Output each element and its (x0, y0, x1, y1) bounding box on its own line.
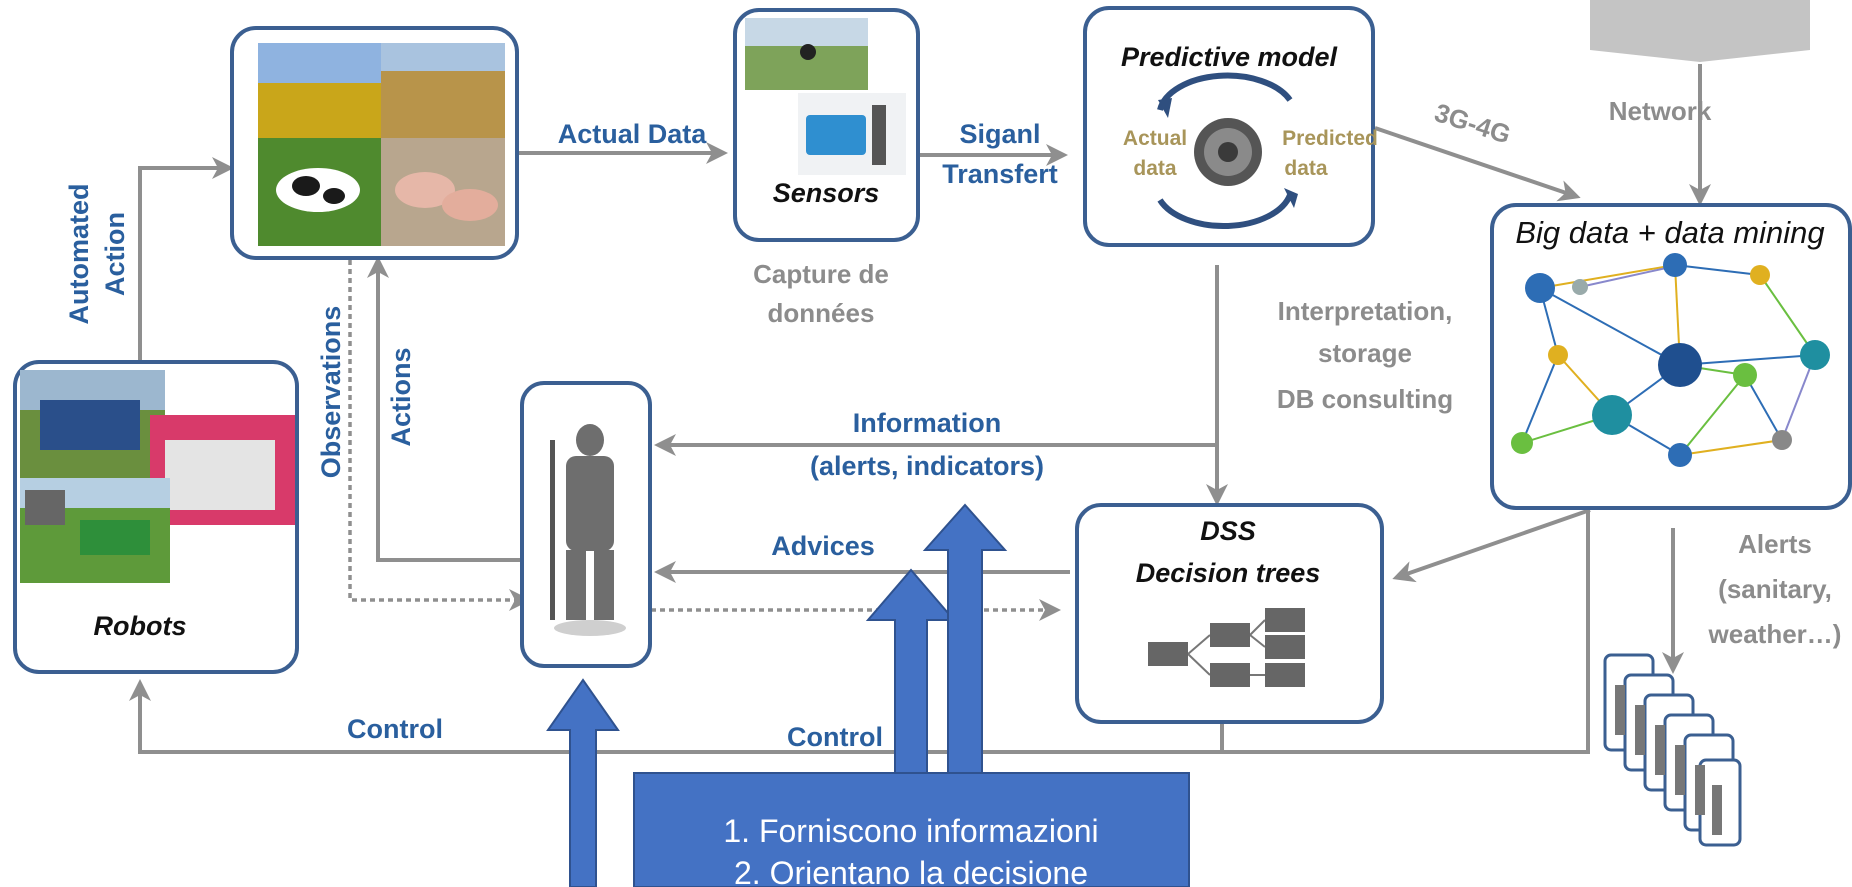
3g-4g-arrow (1374, 126, 1581, 202)
control-label-left: Control (347, 714, 443, 744)
callout-arrow-advices (865, 568, 957, 774)
big-data-title: Big data + data mining (1515, 215, 1824, 250)
alerts-line2: (sanitary, (1718, 574, 1832, 604)
predictive-model-title: Predictive model (1121, 42, 1338, 72)
control-loop-arrow (129, 505, 1590, 754)
capture-line1: Capture de (753, 259, 889, 289)
actual-data-label: Actual Data (558, 119, 708, 149)
cycle-arrow-top (1157, 72, 1293, 111)
interpretation-line3: DB consulting (1277, 384, 1453, 414)
interpretation-line2: storage (1318, 338, 1412, 368)
actions-arrow (367, 256, 522, 562)
alerts-line3: weather…) (1708, 619, 1842, 649)
sensors-title: Sensors (773, 178, 880, 208)
control-label-center: Control (787, 722, 883, 752)
action-label: Action (100, 212, 130, 296)
automated-label: Automated (64, 184, 94, 325)
robot-photos (20, 370, 295, 583)
farm-photos (258, 43, 505, 246)
sensor-photos (745, 18, 906, 175)
data-network-graphic (1511, 253, 1830, 467)
actual-data-line2: data (1133, 157, 1177, 180)
predicted-data-line1: Predicted (1282, 127, 1378, 150)
callout-item-2: 2. Orientano la decisione (734, 855, 1088, 887)
information-line2: (alerts, indicators) (810, 451, 1044, 481)
gear-icon (1194, 118, 1262, 186)
alerts-line1: Alerts (1738, 529, 1812, 559)
capture-line2: données (768, 298, 875, 328)
callout-arrow-farmer (546, 678, 620, 887)
actual-data-line1: Actual (1123, 127, 1187, 150)
callout-arrow-information (922, 503, 1008, 774)
decision-tree-icon (1148, 608, 1305, 687)
dss-subtitle: Decision trees (1136, 558, 1321, 588)
callout-item-1: 1. Forniscono informazioni (723, 813, 1098, 849)
transfert-label: Transfert (942, 159, 1058, 189)
bigdata-to-dss-arrow (1392, 508, 1591, 583)
dss-box (1075, 503, 1384, 724)
information-line1: Information (853, 408, 1002, 438)
network-block (1590, 0, 1810, 62)
automated-action-arrow (138, 157, 234, 360)
alert-recipients-stack (1603, 653, 1742, 847)
interpretation-line1: Interpretation, (1278, 296, 1453, 326)
signal-label: Siganl (959, 119, 1040, 149)
advices-label: Advices (771, 531, 875, 561)
network-label: Network (1609, 96, 1712, 126)
observations-label: Observations (316, 306, 346, 479)
robots-title: Robots (94, 611, 187, 641)
3g-4g-label: 3G-4G (1431, 97, 1514, 150)
actions-label: Actions (386, 347, 416, 446)
dss-title: DSS (1200, 516, 1256, 546)
cycle-arrow-bottom (1157, 193, 1293, 230)
farmer-figure (550, 424, 626, 636)
predicted-data-line2: data (1284, 157, 1328, 180)
